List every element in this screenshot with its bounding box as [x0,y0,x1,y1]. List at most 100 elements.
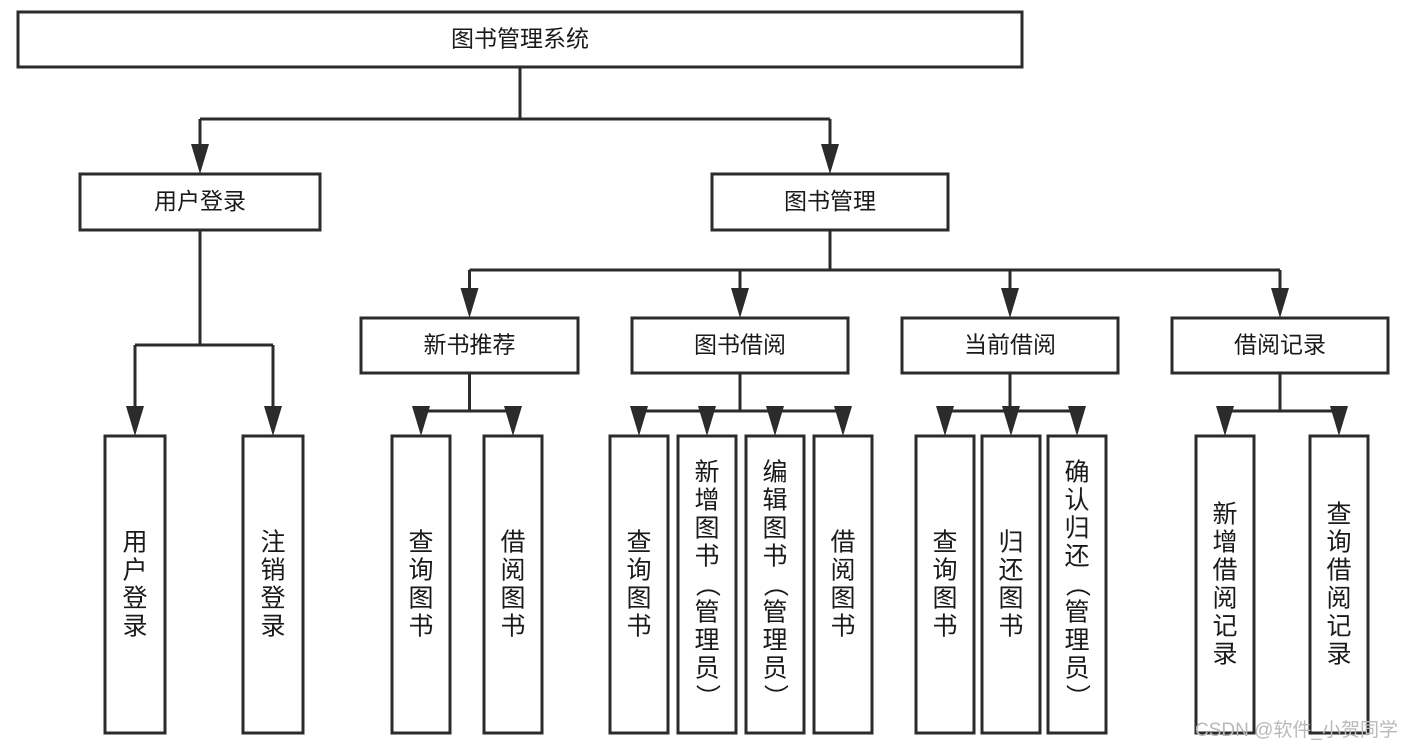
node-box-query-book-3[interactable] [914,434,976,735]
connector-arrow [1271,270,1289,318]
node-box-new-book-recommend[interactable] [359,316,580,375]
arrow-head [1271,288,1289,318]
label-char: 书 [830,613,855,641]
label-char: 借 [830,529,855,557]
node-box-user-login[interactable] [78,172,322,232]
node-user-login[interactable]: 用户登录 [78,172,322,232]
node-label-borrow-record: 借阅记录 [1234,332,1326,358]
label-char: 编 [762,459,787,487]
label-char: ） [761,684,789,709]
label-char: 书 [694,543,719,571]
arrow-head [1330,406,1348,436]
label-char: 注 [260,529,285,557]
node-box-current-borrow[interactable] [900,316,1120,375]
node-box-root[interactable] [16,10,1024,69]
label-char: 新 [1212,501,1237,529]
label-char: 辑 [762,487,787,515]
label-char: 归 [1064,515,1089,543]
node-box-query-borrow-record[interactable] [1308,434,1370,735]
node-box-query-book-1[interactable] [390,434,452,735]
label-char: 查 [1326,501,1351,529]
label-char: 阅 [1326,585,1351,613]
arrow-head [1216,406,1234,436]
node-book-borrow[interactable]: 图书借阅 [630,316,850,375]
node-user-login-do[interactable]: 用户登录 [103,434,167,735]
arrow-head [936,406,954,436]
node-box-book-borrow[interactable] [630,316,850,375]
node-box-borrow-book-2[interactable] [812,434,874,735]
label-char: 询 [408,557,433,585]
label-char: 阅 [500,557,525,585]
label-char: 用 [122,529,147,557]
label-char: 新 [694,459,719,487]
node-box-confirm-return-admin[interactable] [1046,434,1108,735]
label-char: 还 [1064,543,1089,571]
connector-arrow [412,406,430,436]
label-char: 管 [1064,599,1089,627]
node-box-edit-book-admin[interactable] [744,434,806,735]
label-char: 图 [408,585,433,613]
node-box-query-book-2[interactable] [608,434,670,735]
arrow-head [504,406,522,436]
label-char: 询 [626,557,651,585]
label-char: 还 [998,557,1023,585]
node-box-return-book[interactable] [980,434,1042,735]
label-char: 员 [1064,655,1089,683]
node-box-user-login-do[interactable] [103,434,167,735]
label-char: 确 [1064,459,1089,487]
connector-arrow [1001,270,1019,318]
node-box-user-logout[interactable] [241,434,305,735]
label-char: 书 [408,613,433,641]
node-box-borrow-record[interactable] [1170,316,1390,375]
label-char: 记 [1326,613,1351,641]
arrow-head [460,288,479,318]
label-char: 管 [694,599,719,627]
label-char: 书 [762,543,787,571]
label-char: 阅 [1212,585,1237,613]
node-borrow-record[interactable]: 借阅记录 [1170,316,1390,375]
connector-arrow [766,406,784,436]
label-char: 书 [626,613,651,641]
arrow-head [698,406,716,436]
node-book-manage[interactable]: 图书管理 [710,172,950,232]
node-current-borrow[interactable]: 当前借阅 [900,316,1120,375]
label-char: 销 [260,557,285,585]
label-char: 借 [500,529,525,557]
label-char: 认 [1064,487,1089,515]
node-root[interactable]: 图书管理系统 [16,10,1024,69]
label-char: 登 [260,585,285,613]
connector-arrow [460,270,479,318]
node-new-book-recommend[interactable]: 新书推荐 [359,316,580,375]
label-char: 登 [122,585,147,613]
connector-arrow [264,345,282,436]
arrow-head [1001,288,1019,318]
arrow-head [1002,406,1020,436]
label-char: 增 [1212,529,1237,557]
node-box-add-book-admin[interactable] [676,434,738,735]
label-char: ） [1063,684,1091,709]
label-char: 书 [932,613,957,641]
node-box-book-manage[interactable] [710,172,950,232]
label-char: 员 [762,655,787,683]
node-box-borrow-book-1[interactable] [482,434,544,735]
connector-arrow [821,119,839,174]
node-box-add-borrow-record[interactable] [1194,434,1256,735]
